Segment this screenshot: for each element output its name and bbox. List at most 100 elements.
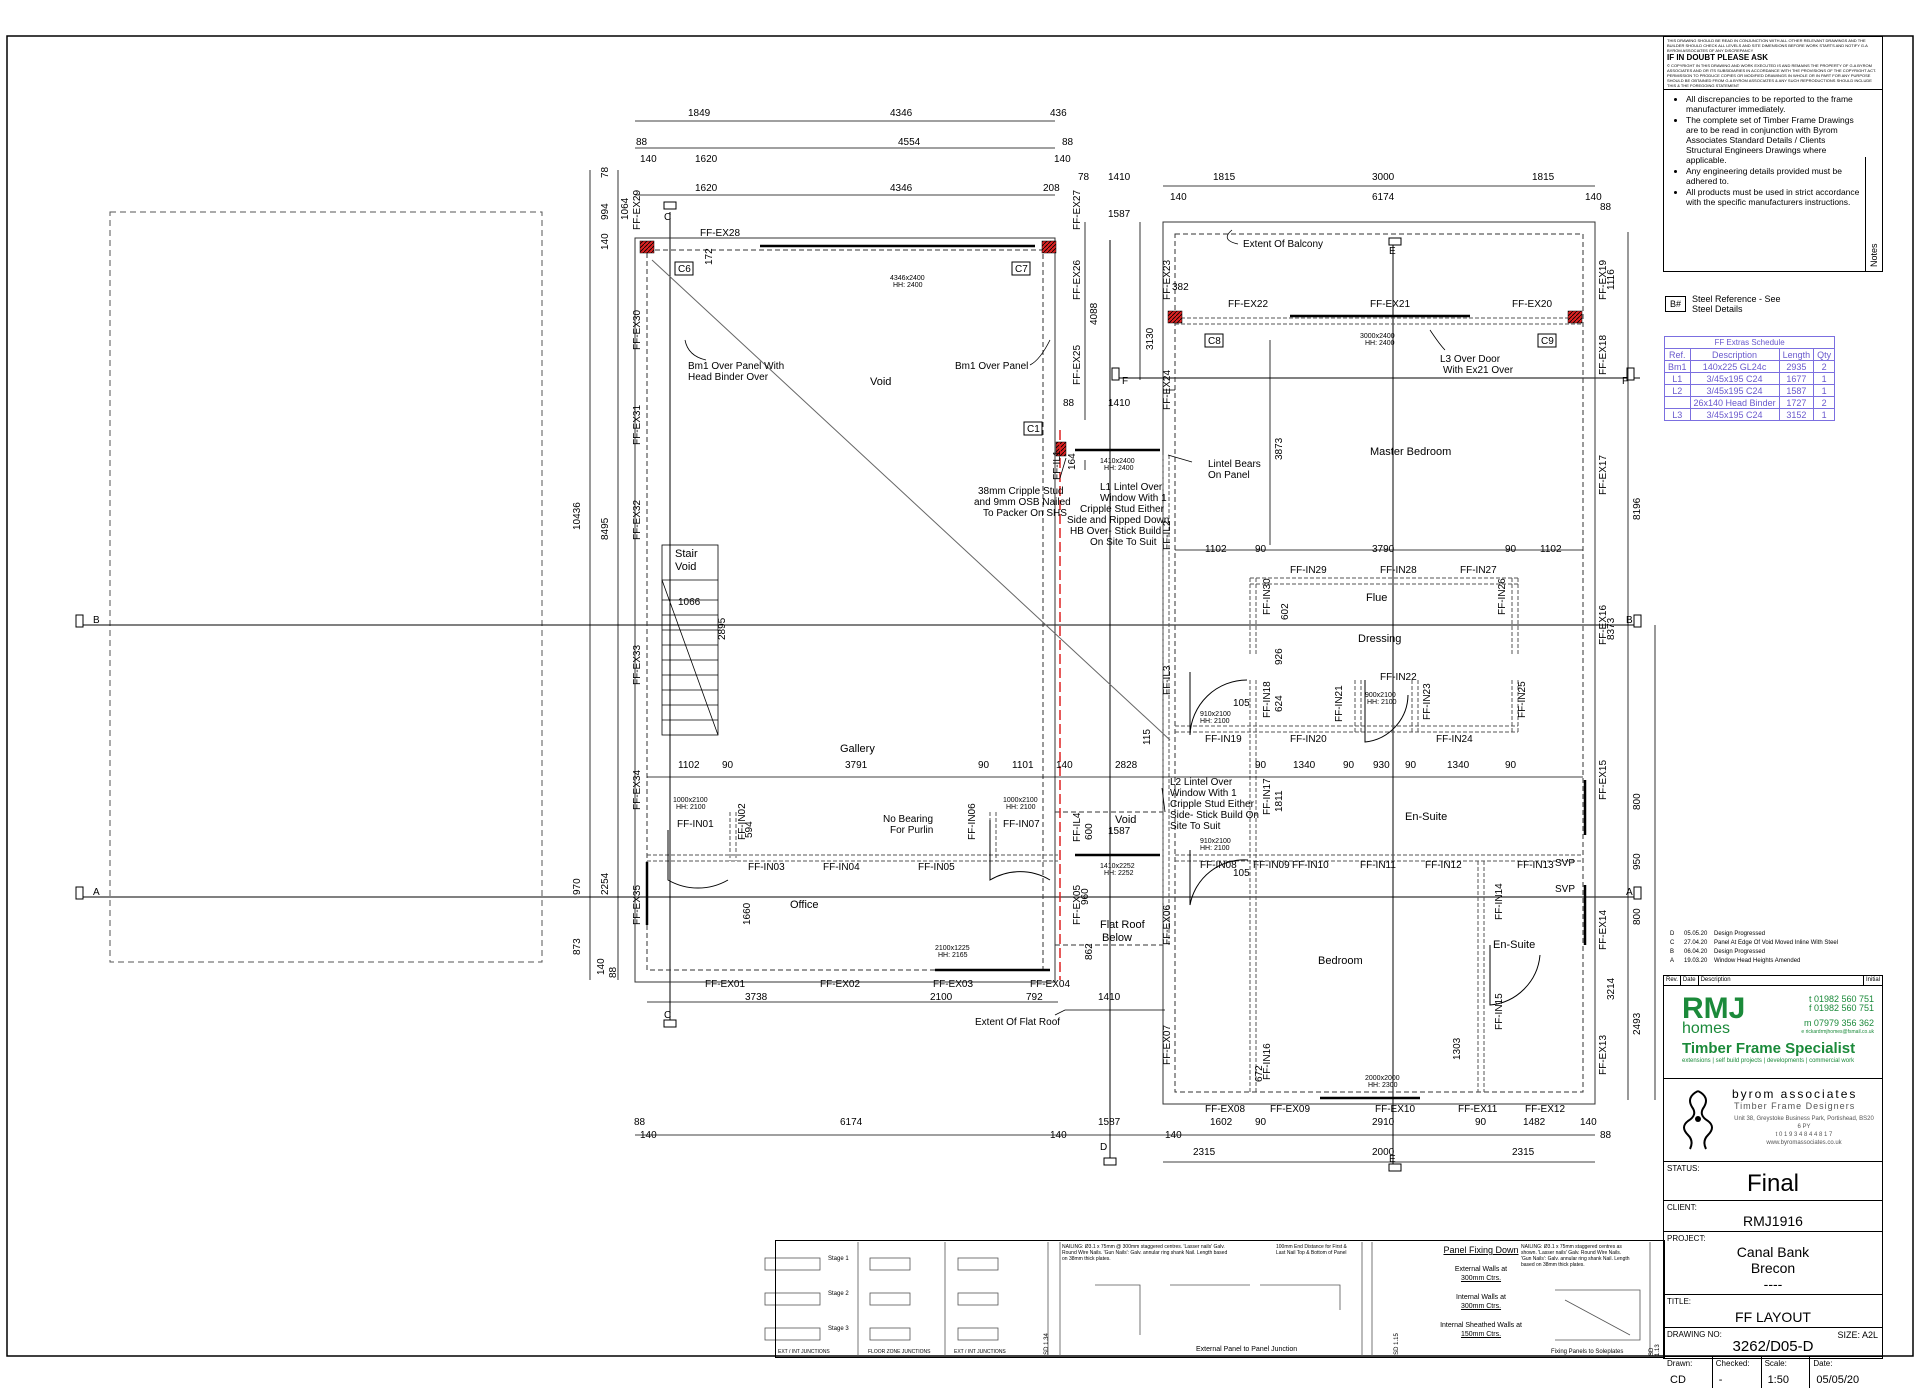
byrom-address-block: Unit 38, Greystoke Business Park, Portis… (1734, 1115, 1874, 1147)
panel-ff-in18: FF-IN18 (1262, 681, 1273, 718)
opening-910-a: 910x2100 (1200, 711, 1231, 718)
panel-ff-ex01: FF-EX01 (705, 979, 745, 990)
project-line3: ---- (1763, 1276, 1783, 1292)
panel-ff-il3: FF-IL3 (1162, 665, 1173, 695)
note-bm1-over-panel: Bm1 Over Panel (955, 361, 1028, 372)
panel-ff-in01: FF-IN01 (677, 819, 714, 830)
opening-2000: 2000x2000 (1365, 1075, 1400, 1082)
dim-2000: 2000 (1372, 1147, 1395, 1158)
room-en-suite-2: En-Suite (1493, 939, 1535, 951)
dim-140-g: 140 (1165, 1130, 1182, 1141)
room-labels: Void Master Bedroom Dressing Flue Galler… (675, 376, 1535, 967)
room-office: Office (790, 899, 819, 911)
dim-78: 78 (1078, 172, 1090, 183)
floor-plan-drawing: B A B A F F C C E E D (6, 35, 1914, 1357)
grid-label-a-right: A (1626, 887, 1633, 898)
panel-fixing-title: Panel Fixing Down (1443, 1245, 1519, 1255)
panel-ff-in16: FF-IN16 (1262, 1043, 1273, 1080)
note-l2-3: Cripple Stud Either (1170, 799, 1255, 810)
room-void: Void (870, 376, 891, 388)
extras-header: Description (1689, 348, 1780, 361)
grid-labels: B A B A F F C C E E D (93, 212, 1633, 1165)
dim-v-1660: 1660 (742, 902, 753, 925)
extras-title: FF Extras Schedule (1663, 336, 1836, 349)
opening-2100-hh: HH: 2165 (938, 952, 968, 959)
dim-930: 930 (1373, 760, 1390, 771)
panel-ff-in09: FF-IN09 (1253, 860, 1290, 871)
rmj-contacts: t 01982 560 751 f 01982 560 751 m 07979 … (1801, 995, 1874, 1037)
dim-90-g: 90 (1405, 760, 1417, 771)
dim-6174-a: 6174 (1372, 192, 1395, 203)
windows (645, 244, 1587, 1100)
nailing-note-3: NAILING: Ø3.1 x 75mm staggered centres a… (1521, 1244, 1630, 1268)
dim-382: 382 (1172, 282, 1189, 293)
dim-88-mid: 88 (1063, 398, 1075, 409)
fixing-int-value: 300mm Ctrs. (1460, 1303, 1502, 1310)
panel-ff-ex23: FF-EX23 (1162, 260, 1173, 300)
fixing-sheath-value: 150mm Ctrs. (1460, 1331, 1502, 1338)
dim-1482: 1482 (1523, 1117, 1546, 1128)
byrom-block: byrom associates Timber Frame Designers … (1664, 1079, 1882, 1162)
dim-v-3873: 3873 (1274, 437, 1285, 460)
grid-label-b-right: B (1626, 615, 1633, 626)
fixing-int-label: Internal Walls at (1456, 1294, 1506, 1301)
project-field: PROJECT: Canal Bank Brecon ---- (1664, 1232, 1882, 1295)
drawing-no-value: 3262/D05-D (1732, 1338, 1814, 1355)
junction-label: FLOOR ZONE JUNCTIONS (868, 1349, 931, 1355)
note-l2-2: Window With 1 (1170, 788, 1237, 799)
rev-desc: Design Progressed (1714, 949, 1766, 955)
panel-ff-ex16: FF-EX16 (1598, 605, 1609, 645)
dim-90-d: 90 (978, 760, 990, 771)
room-gallery: Gallery (840, 743, 875, 755)
panel-ff-ex12: FF-EX12 (1525, 1104, 1565, 1115)
panel-ff-in27: FF-IN27 (1460, 565, 1497, 576)
cell: 3/45x195 C24 (1689, 384, 1780, 397)
junction-label: EXT / INT JUNCTIONS (778, 1349, 830, 1355)
dim-4346-top: 4346 (890, 108, 913, 119)
note-lintel-panel: On Panel (1208, 470, 1250, 481)
dim-v-1303: 1303 (1452, 1037, 1463, 1060)
dim-v-8373: 8373 (1606, 617, 1617, 640)
dim-v-950: 950 (1632, 853, 1643, 870)
rev-date: 06.04.20 (1684, 949, 1708, 955)
byrom-logo-icon (1683, 1090, 1713, 1150)
rev-letter: D (1670, 931, 1675, 937)
stage-label: Stage 1 (828, 1256, 849, 1262)
date-cell: Date:05/05/20 (1810, 1357, 1882, 1388)
opening-900: 900x2100 (1365, 692, 1396, 699)
fixing-ext-value: 300mm Ctrs. (1460, 1275, 1502, 1282)
rev-letter: C (1670, 940, 1675, 946)
byrom-name: byrom associates (1732, 1087, 1858, 1101)
notes-warning: IF IN DOUBT PLEASE ASK (1667, 53, 1769, 62)
note-no-bearing: No Bearing (883, 814, 933, 825)
dim-v-164: 164 (1067, 453, 1078, 470)
column-c7: C7 (1015, 264, 1028, 275)
dim-v-970: 970 (572, 878, 583, 895)
dim-1587-mid: 1587 (1108, 826, 1131, 837)
opening-2100: 2100x1225 (935, 945, 970, 952)
panel-ff-ex02: FF-EX02 (820, 979, 860, 990)
dim-1849: 1849 (688, 108, 711, 119)
panel-ff-ex22: FF-EX22 (1228, 299, 1268, 310)
panel-ff-ex28: FF-EX28 (700, 228, 740, 239)
panel-ff-in23: FF-IN23 (1422, 683, 1433, 720)
dim-140-a: 140 (640, 154, 657, 165)
dim-1815-a: 1815 (1213, 172, 1236, 183)
dim-v-140-a: 140 (600, 233, 611, 250)
title-block: Rev. Date Description Initial RMJ homes … (1663, 975, 1883, 1388)
extras-header: Qty (1813, 348, 1836, 361)
notes-header: THIS DRAWING SHOULD BE READ IN CONJUNCTI… (1664, 37, 1882, 90)
dim-208: 208 (1043, 183, 1060, 194)
dim-v-800-b: 800 (1632, 908, 1643, 925)
title-value: FF LAYOUT (1735, 1309, 1811, 1325)
grid-label-e: E (1389, 246, 1396, 257)
cell: 1727 (1778, 396, 1815, 409)
panel-ff-ex13: FF-EX13 (1598, 1035, 1609, 1075)
note-l1-2: Window With 1 (1100, 493, 1167, 504)
note-cripple-2: and 9mm OSB Nailed (974, 497, 1071, 508)
column-labels: C6 C7 C1 C8 C9 (678, 264, 1554, 435)
dim-v-2493: 2493 (1632, 1012, 1643, 1035)
panel-ff-in13: FF-IN13 (1517, 860, 1554, 871)
